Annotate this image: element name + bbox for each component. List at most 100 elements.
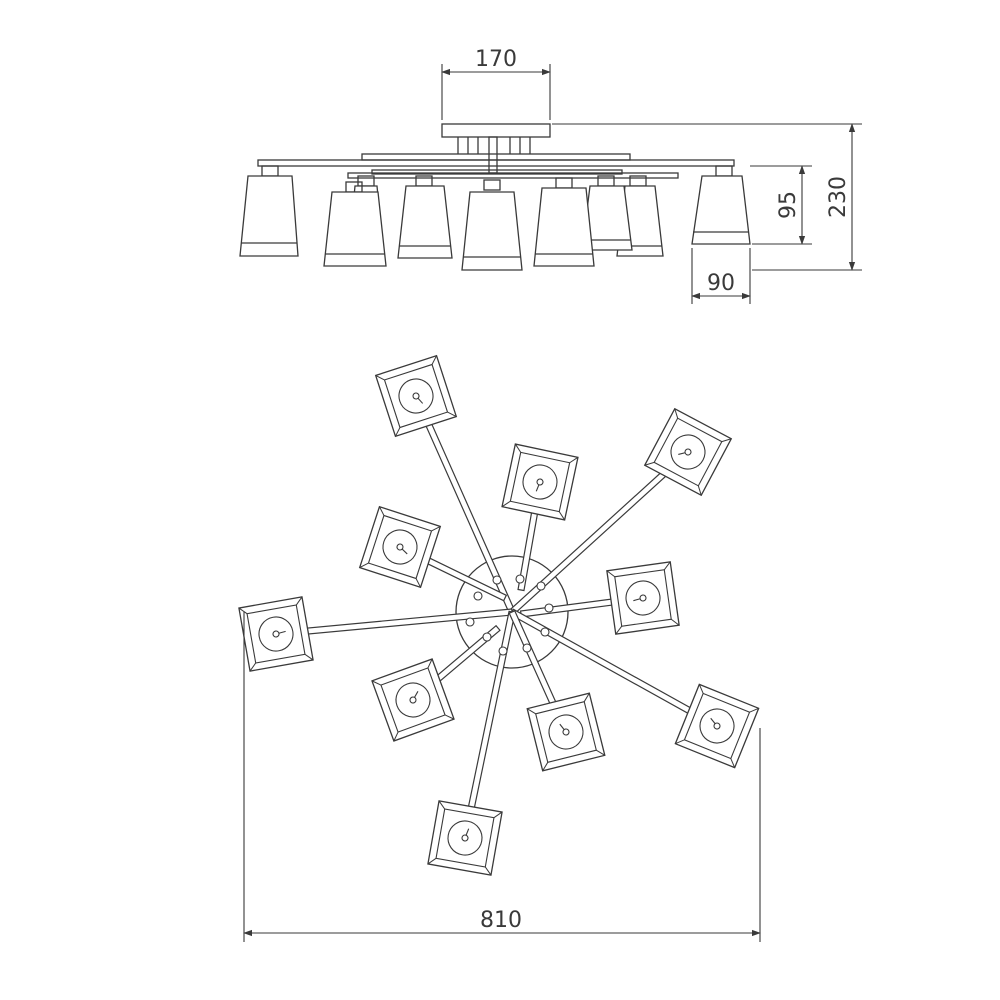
shade-bevel bbox=[501, 500, 511, 508]
rod-tip bbox=[412, 392, 420, 400]
shade-bevel bbox=[371, 680, 382, 686]
hub-knob bbox=[536, 581, 546, 591]
hub-knob bbox=[522, 643, 532, 653]
top-lamp-shade bbox=[643, 407, 733, 497]
lamp-shade bbox=[397, 175, 453, 259]
shade-inner bbox=[383, 363, 449, 429]
shade-bevel bbox=[721, 438, 732, 443]
hub-knob bbox=[515, 574, 525, 584]
shade-bevel bbox=[359, 562, 369, 568]
lamp-socket bbox=[382, 529, 418, 565]
hub-knob bbox=[540, 627, 550, 637]
shade-bevel bbox=[493, 811, 503, 819]
dimension-canopy-width: 170 bbox=[475, 47, 517, 72]
top-lamp-shade bbox=[526, 692, 606, 772]
dimension-total-height: 230 bbox=[826, 176, 851, 218]
top-arms bbox=[275, 393, 720, 840]
shade-bevel bbox=[583, 692, 590, 702]
top-lamp-shade bbox=[358, 505, 442, 589]
shade-bevel bbox=[698, 684, 704, 694]
side-arms bbox=[257, 153, 735, 179]
lamp-socket bbox=[447, 820, 483, 856]
shade-bevel bbox=[427, 857, 437, 865]
dimension-shade-width: 90 bbox=[707, 271, 735, 296]
rod-tip bbox=[639, 594, 647, 602]
shade-inner bbox=[380, 667, 446, 733]
central-hub bbox=[455, 555, 569, 669]
shade-inner bbox=[246, 604, 306, 664]
top-lamp-shade bbox=[238, 596, 314, 672]
lamp-shade bbox=[323, 181, 387, 267]
shade-inner bbox=[509, 451, 571, 513]
shade-bevel bbox=[542, 762, 549, 772]
lamp-shade bbox=[691, 165, 751, 245]
shade-bevel bbox=[596, 749, 606, 756]
lamp-shade bbox=[239, 165, 299, 257]
top-lamp-shade bbox=[371, 658, 455, 742]
central-stem bbox=[488, 136, 498, 174]
lamp-socket bbox=[699, 708, 735, 744]
hub-knob bbox=[492, 575, 502, 585]
top-lamp-shade bbox=[606, 561, 680, 635]
shade-bevel bbox=[238, 607, 248, 615]
dimension-shade-height: 95 bbox=[776, 191, 801, 219]
top-view bbox=[238, 354, 760, 876]
canopy-stems bbox=[457, 137, 531, 154]
side-dimensions bbox=[441, 64, 862, 304]
shade-bevel bbox=[375, 375, 385, 381]
shade-bevel bbox=[249, 662, 257, 672]
side-view bbox=[239, 123, 751, 271]
rod-tip bbox=[684, 448, 692, 456]
top-lamp-shade bbox=[427, 800, 503, 876]
hub-knob bbox=[498, 646, 508, 656]
rod-tip bbox=[272, 630, 280, 638]
top-lamp-shade bbox=[374, 354, 458, 438]
rod-tip bbox=[396, 543, 404, 551]
shade-bevel bbox=[606, 570, 616, 578]
hub-knob bbox=[482, 632, 492, 642]
shade-inner bbox=[535, 701, 597, 763]
shade-bevel bbox=[304, 653, 314, 661]
shade-bevel bbox=[675, 739, 685, 745]
shade-bevel bbox=[447, 411, 457, 417]
shade-bevel bbox=[663, 561, 671, 571]
lamp-socket bbox=[670, 434, 706, 470]
shade-bevel bbox=[670, 618, 680, 626]
hub-knob bbox=[465, 617, 475, 627]
lamp-socket bbox=[398, 378, 434, 414]
lamp-shade bbox=[533, 177, 595, 267]
lamp-socket bbox=[258, 616, 294, 652]
lamp-shade bbox=[461, 179, 523, 271]
shade-bevel bbox=[444, 714, 455, 720]
shade-bevel bbox=[431, 355, 437, 365]
shade-bevel bbox=[415, 578, 421, 588]
hub-knob bbox=[473, 591, 483, 601]
top-lamp-shade bbox=[501, 443, 579, 521]
hub-knob bbox=[544, 603, 554, 613]
top-arm bbox=[275, 608, 513, 638]
shade-bevel bbox=[526, 708, 536, 715]
overall-width-dimension bbox=[243, 612, 761, 942]
lamp-socket bbox=[395, 682, 431, 718]
rod-tip bbox=[536, 478, 544, 486]
shade-bevel bbox=[379, 506, 385, 516]
top-knobs bbox=[465, 574, 554, 656]
shade-inner bbox=[367, 514, 433, 580]
lamp-socket bbox=[625, 580, 661, 616]
shade-bevel bbox=[615, 625, 623, 635]
shade-bevel bbox=[295, 596, 303, 606]
shade-inner bbox=[435, 808, 495, 868]
shade-bevel bbox=[514, 443, 522, 453]
shade-bevel bbox=[749, 707, 759, 713]
shade-bevel bbox=[558, 511, 566, 521]
rod-tip bbox=[461, 834, 469, 842]
shade-bevel bbox=[393, 731, 399, 742]
top-shades bbox=[238, 354, 760, 876]
shade-inner bbox=[683, 692, 751, 760]
shade-inner bbox=[614, 569, 672, 627]
rod-tip bbox=[713, 722, 721, 730]
lamp-socket bbox=[522, 464, 558, 500]
top-arm bbox=[461, 610, 516, 840]
rod-tip bbox=[409, 696, 417, 704]
